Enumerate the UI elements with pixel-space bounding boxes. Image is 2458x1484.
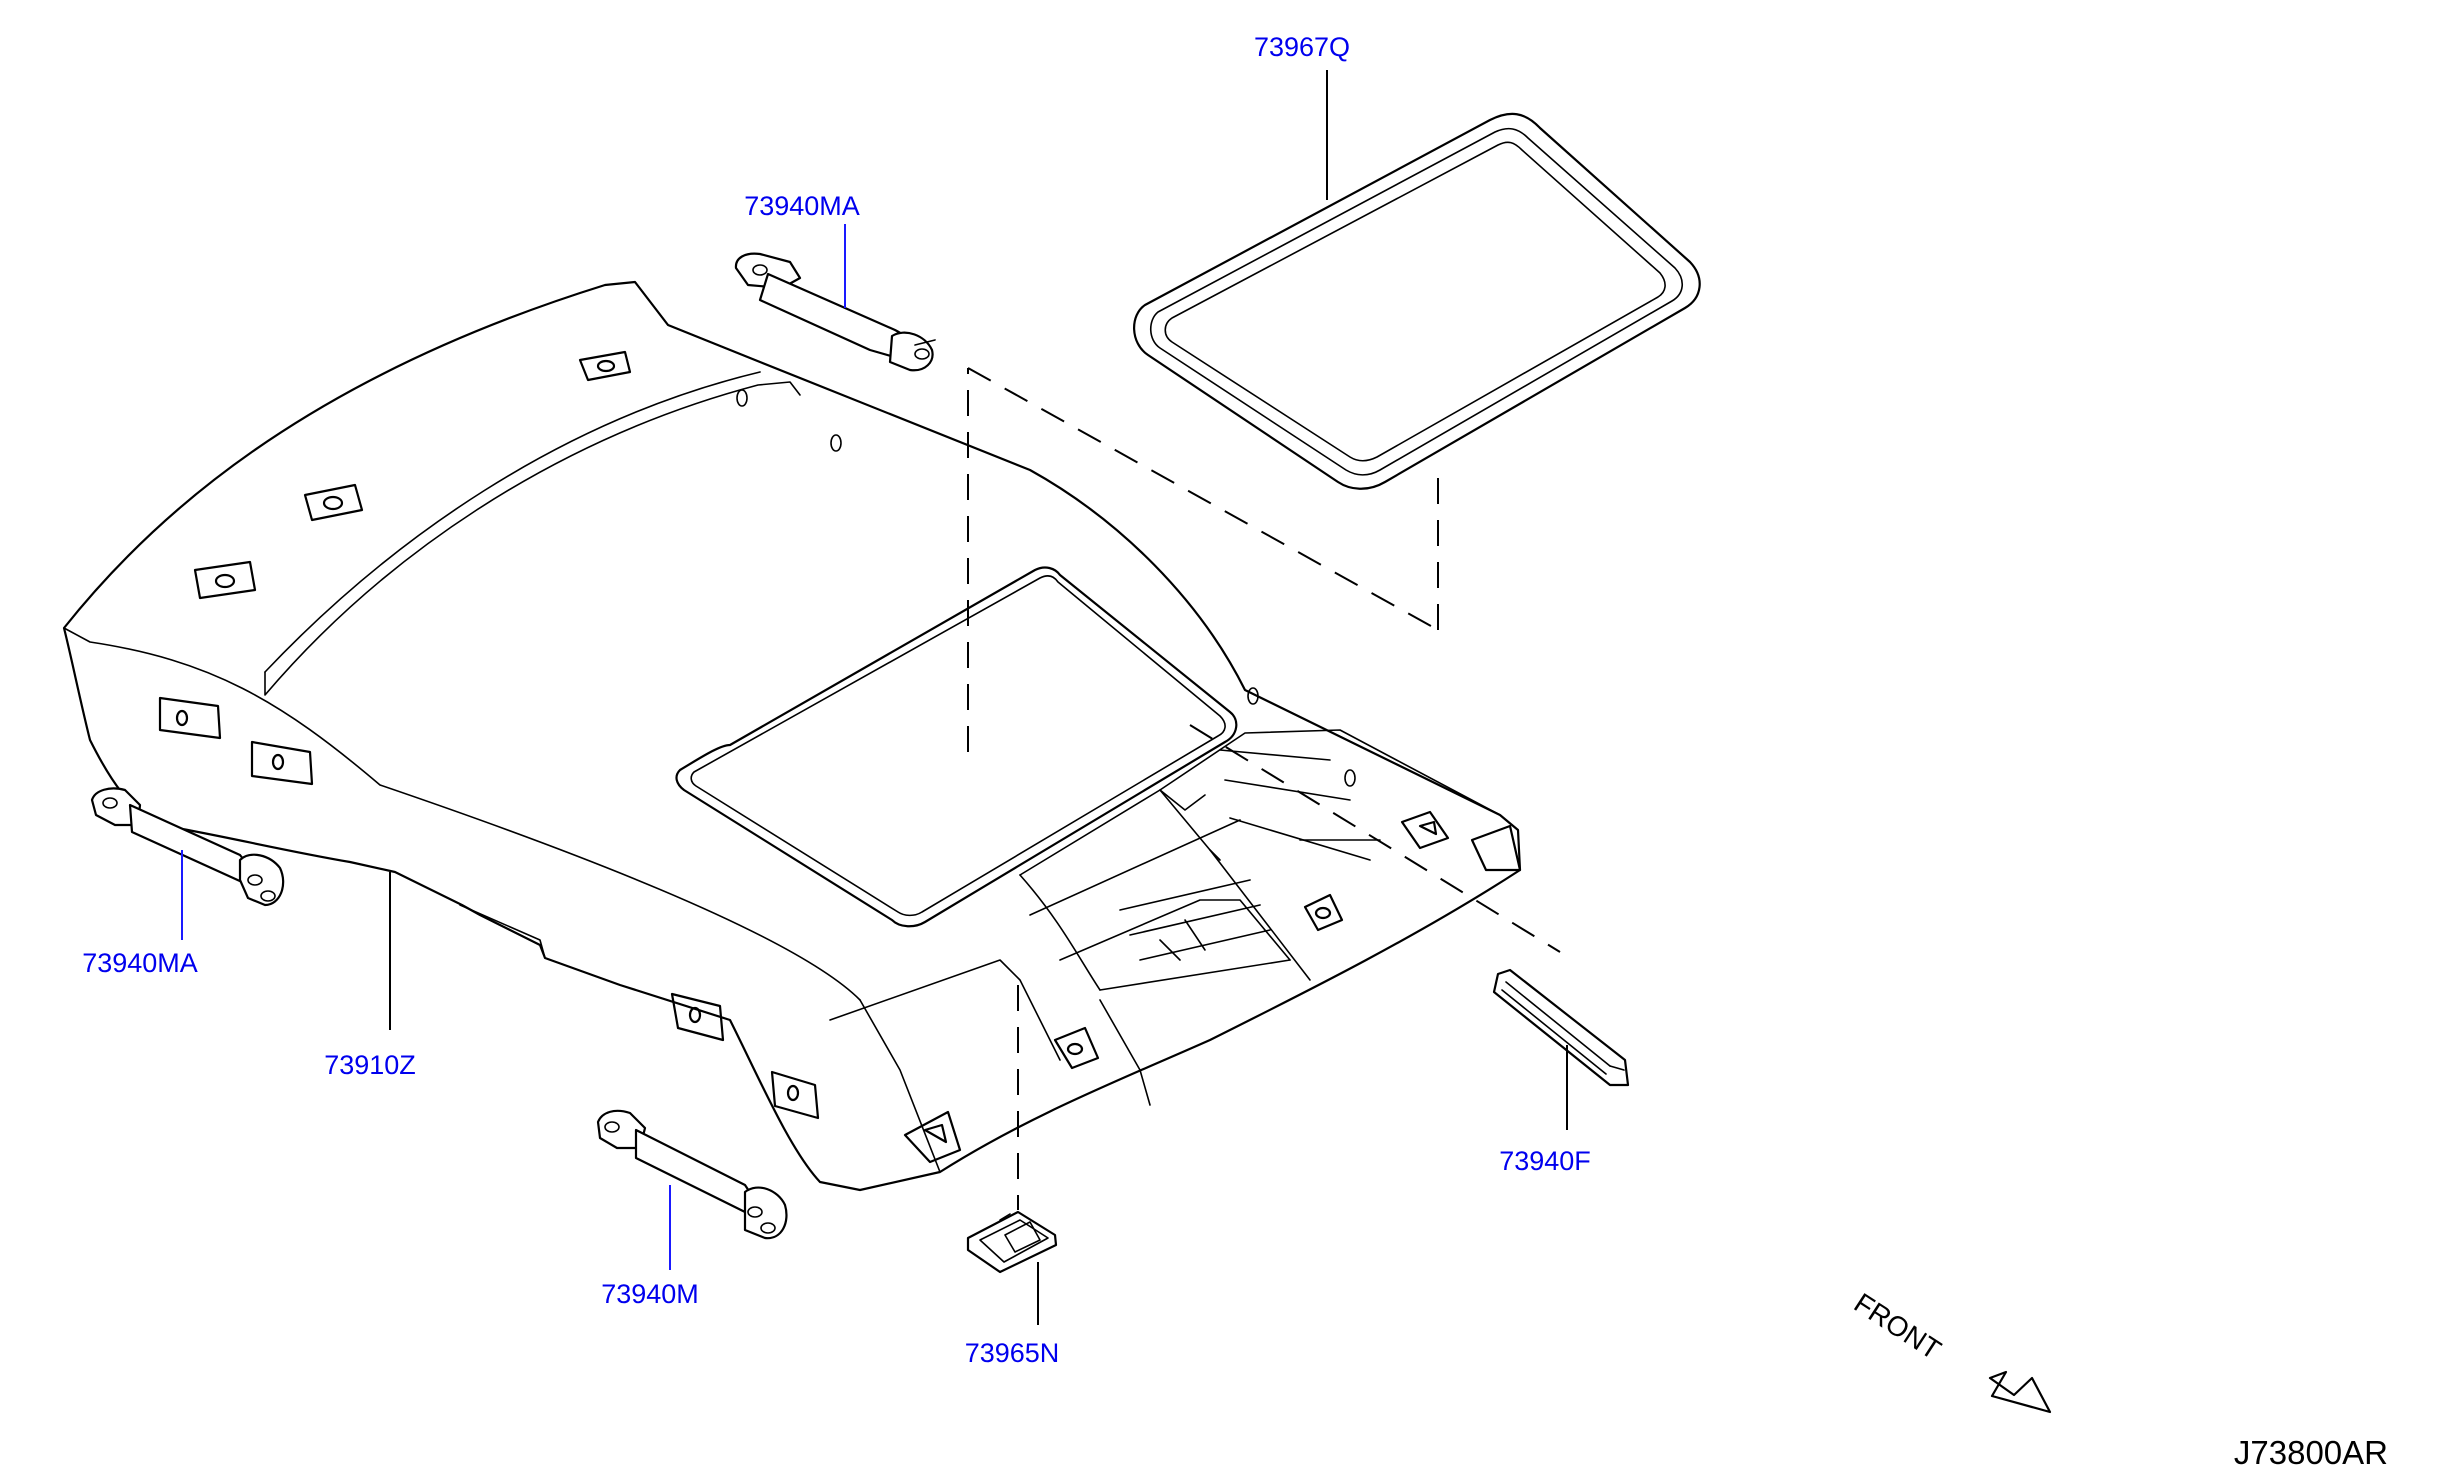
assembly-lines — [967, 367, 1561, 1210]
drawing-number: J73800AR — [2234, 1434, 2388, 1471]
callout-73940ma-top: 73940MA — [744, 191, 860, 221]
callout-73910z: 73910Z — [324, 1050, 416, 1080]
callout-73940f: 73940F — [1499, 1146, 1591, 1176]
front-arrow-icon — [1988, 1370, 2052, 1414]
sun-visor-holder[interactable] — [1492, 968, 1630, 1087]
assist-grip-left[interactable] — [90, 787, 285, 907]
assist-grip-front[interactable] — [596, 1109, 788, 1240]
sunroof-trim-finisher[interactable] — [1133, 112, 1701, 490]
front-label: FRONT — [1849, 1287, 1947, 1366]
front-direction-indicator: FRONT — [1849, 1287, 2052, 1414]
assist-grip-rear[interactable] — [734, 252, 936, 372]
cover-lamp[interactable] — [966, 1210, 1058, 1274]
callout-73965n: 73965N — [965, 1338, 1060, 1368]
sunroof-opening — [675, 566, 1238, 928]
callout-73967q: 73967Q — [1254, 32, 1350, 62]
leader-lines — [181, 70, 1568, 1325]
headlining-panel[interactable] — [62, 280, 1522, 1192]
callout-73940m: 73940M — [601, 1279, 699, 1309]
callout-73940ma-left: 73940MA — [82, 948, 198, 978]
